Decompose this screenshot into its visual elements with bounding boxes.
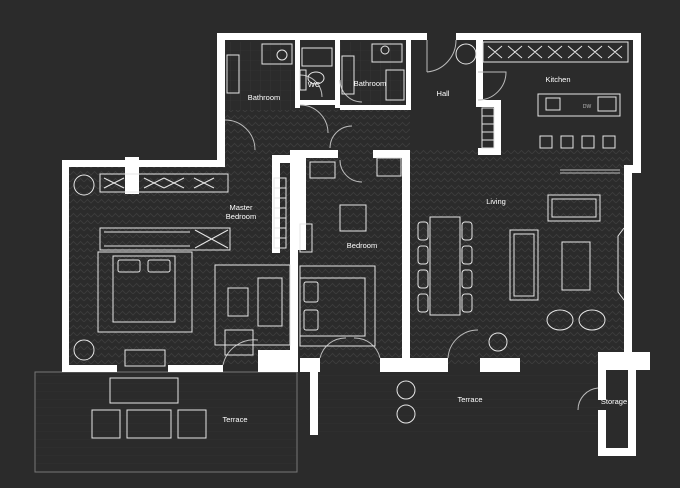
wc-toilet (307, 71, 325, 85)
room-label-kitchen: Kitchen (545, 75, 570, 84)
vanity-left (261, 43, 293, 65)
wc-basin (301, 47, 333, 67)
bathroom-door-swing (299, 104, 329, 134)
terrace-door-living-swing (447, 329, 479, 359)
terrace-door-bedroom2-swing (353, 337, 381, 359)
basin-left (276, 49, 288, 61)
plants (73, 43, 508, 424)
master-table (227, 287, 249, 317)
terrace-bench (124, 349, 166, 367)
bedroom-rug (299, 265, 376, 347)
kitchen-counter-top (482, 41, 629, 63)
room-label-living: Living (486, 197, 506, 206)
dining-chair (417, 293, 429, 313)
dining-chair (461, 269, 473, 289)
bedroom-door-swing (339, 159, 363, 183)
kitchen-counter-cross (487, 45, 623, 59)
master-armchair (257, 277, 283, 327)
lounge-chair-1 (546, 309, 574, 331)
plant-icon (396, 404, 416, 424)
desk (214, 264, 291, 346)
bath-right (341, 55, 355, 95)
plant-icon (73, 339, 95, 361)
plant-icon (73, 174, 95, 196)
terrace-door-bedroom-swing (319, 337, 347, 359)
dining-chair (461, 245, 473, 265)
plant-icon (396, 380, 416, 400)
plant-icon (455, 43, 477, 65)
wc-door-swing (299, 74, 323, 98)
bedroom-shelf (299, 223, 313, 253)
room-label-hall: Hall (437, 89, 450, 98)
kitchen-hob (597, 96, 617, 112)
terrace-center-floor (318, 372, 600, 435)
master-chair (224, 329, 254, 356)
dining-table (429, 216, 461, 316)
terrace-left-floor (34, 371, 298, 473)
armchair-top (547, 194, 601, 222)
bathroom-left-floor (225, 42, 295, 110)
room-label-bathroom-1: Bathroom (248, 93, 281, 102)
dining-chair (417, 269, 429, 289)
dining-chair (461, 221, 473, 241)
kitchen-sink (545, 97, 561, 111)
sofa-left (509, 229, 539, 301)
shower-right (385, 69, 405, 101)
furniture (91, 41, 629, 439)
doors (222, 39, 620, 411)
room-label-bedroom: Bedroom (347, 241, 377, 250)
bar-stool-3 (581, 135, 595, 149)
bathtub (226, 54, 240, 94)
bathroom-right-floor (340, 42, 410, 110)
master-wardrobe-mid (99, 227, 231, 251)
room-labels: Bathroom WC Bathroom Hall Kitchen Living… (222, 75, 627, 424)
dining-chair (417, 245, 429, 265)
vanity-right (371, 43, 403, 63)
kitchen-island (537, 93, 621, 117)
terrace-sofa (109, 377, 179, 404)
tall-cabinet (481, 107, 495, 149)
master-door-swing (224, 119, 256, 151)
storage-door-swing (577, 387, 599, 411)
lounge-chair-2 (578, 309, 606, 331)
walls (62, 33, 650, 456)
bathroom2-door-swing (339, 79, 363, 103)
bar-stool-2 (560, 135, 574, 149)
room-label-terrace-center: Terrace (457, 395, 482, 404)
bedroom-nightstand (339, 204, 367, 232)
master-tall-cabinet (273, 177, 287, 249)
coffee-table (561, 241, 591, 291)
bedroom-cabinet (376, 157, 402, 177)
terrace-chair-left (91, 409, 121, 439)
bar-stool-1 (539, 135, 553, 149)
corridor-door-swing (329, 125, 353, 149)
room-label-master-bedroom-line1: Master (230, 203, 253, 212)
plant-icon (488, 332, 508, 352)
room-label-master-bedroom-line2: Bedroom (226, 212, 256, 221)
kitchen-door-swing (477, 71, 507, 101)
terrace-chair-right (177, 409, 207, 439)
master-bed (112, 255, 176, 323)
room-label-wc: WC (308, 80, 321, 89)
dining-chair (417, 221, 429, 241)
basin-right (380, 45, 390, 55)
kitchen-window (560, 169, 620, 174)
entry-door-swing (426, 39, 457, 73)
wc-cistern (299, 69, 307, 91)
living-floor (408, 150, 630, 365)
room-label-storage: Storage (601, 397, 627, 406)
master-wardrobe-top (99, 173, 229, 193)
appliance-label-dishwasher: DW (583, 104, 592, 110)
room-label-terrace-left: Terrace (222, 415, 247, 424)
bedroom-floor (300, 160, 405, 365)
master-rug (97, 251, 193, 333)
terrace-table (126, 409, 172, 439)
bedroom-wardrobe (309, 161, 336, 179)
fireplace (617, 227, 625, 301)
room-label-bathroom-2: Bathroom (354, 79, 387, 88)
dining-chair (461, 293, 473, 313)
bar-stool-4 (602, 135, 616, 149)
